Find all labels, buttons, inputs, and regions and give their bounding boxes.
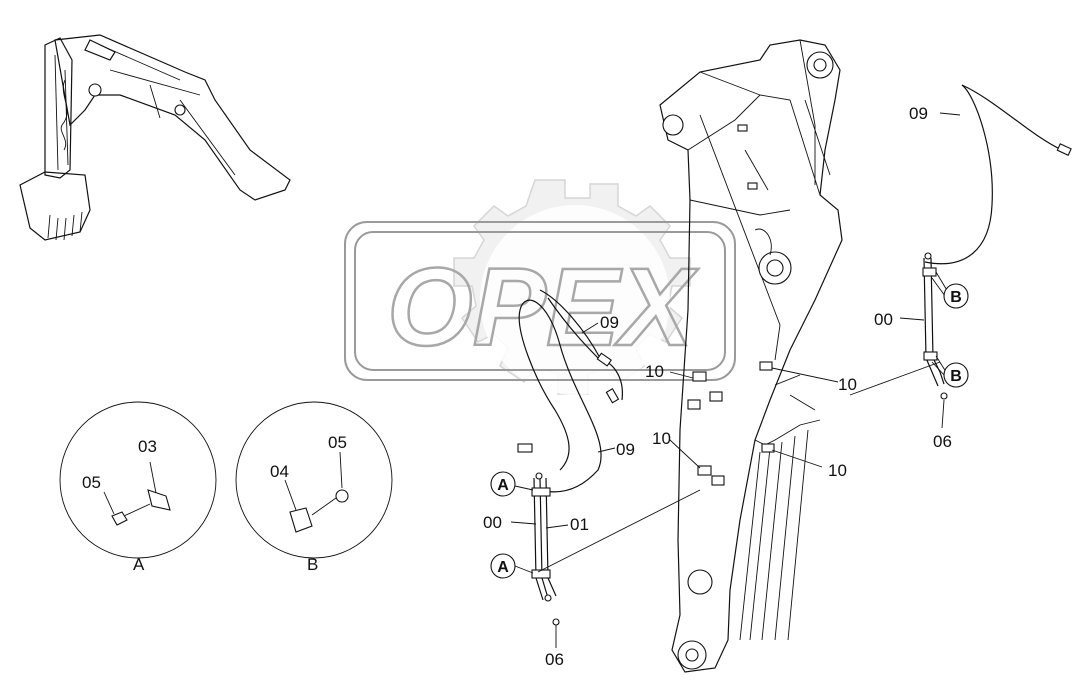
detail-a-label-03: 03 — [138, 437, 157, 456]
excavator-overview-illustration — [19, 34, 291, 241]
label-09-mid: 09 — [600, 313, 619, 332]
detail-b-label-05: 05 — [328, 433, 347, 452]
callout-a-lower[interactable]: A — [490, 553, 516, 579]
label-00-right: 00 — [874, 310, 893, 329]
detail-b-circle — [235, 401, 393, 559]
label-06-left: 06 — [545, 650, 564, 669]
detail-b-bolt — [311, 451, 349, 516]
detail-a-label-05: 05 — [82, 473, 101, 492]
callout-b-upper[interactable]: B — [943, 283, 969, 309]
label-01: 01 — [570, 515, 589, 534]
detail-a-circle — [59, 401, 217, 559]
detail-a-clamp — [147, 461, 171, 511]
callout-b-lower-letter: B — [950, 368, 962, 385]
label-06-right: 06 — [933, 432, 952, 451]
hose-09-right — [924, 84, 1072, 265]
label-10-c: 10 — [838, 375, 857, 394]
callout-a-lower-letter: A — [497, 559, 509, 576]
detail-b-clamp — [284, 479, 313, 533]
boom-arm-illustration — [659, 39, 843, 673]
label-09-low: 09 — [616, 440, 635, 459]
label-10-a: 10 — [645, 362, 664, 381]
callout-a-upper[interactable]: A — [490, 471, 516, 497]
detail-view-a: 03 05 A — [59, 401, 217, 574]
detail-a-bolt — [103, 491, 151, 526]
gear-watermark-icon — [453, 179, 691, 395]
detail-a-title: A — [133, 555, 145, 574]
hose-09-left — [517, 289, 623, 493]
leader-lines — [510, 112, 961, 648]
callout-b-upper-letter: B — [950, 289, 962, 306]
callout-a-upper-letter: A — [497, 477, 509, 494]
label-00-left: 00 — [483, 513, 502, 532]
label-09-top: 09 — [909, 104, 928, 123]
clamps-10 — [687, 361, 775, 486]
watermark-frame-outer — [344, 221, 736, 381]
callout-b-lower[interactable]: B — [943, 362, 969, 388]
pipe-00-01-left — [531, 361, 941, 626]
detail-b-title: B — [307, 555, 318, 574]
label-10-b: 10 — [652, 429, 671, 448]
watermark-frame-inner — [354, 231, 726, 371]
label-10-d: 10 — [828, 461, 847, 480]
detail-b-label-04: 04 — [270, 462, 289, 481]
opex-watermark: OPEX — [344, 179, 736, 395]
detail-view-b: 05 04 B — [235, 401, 393, 574]
